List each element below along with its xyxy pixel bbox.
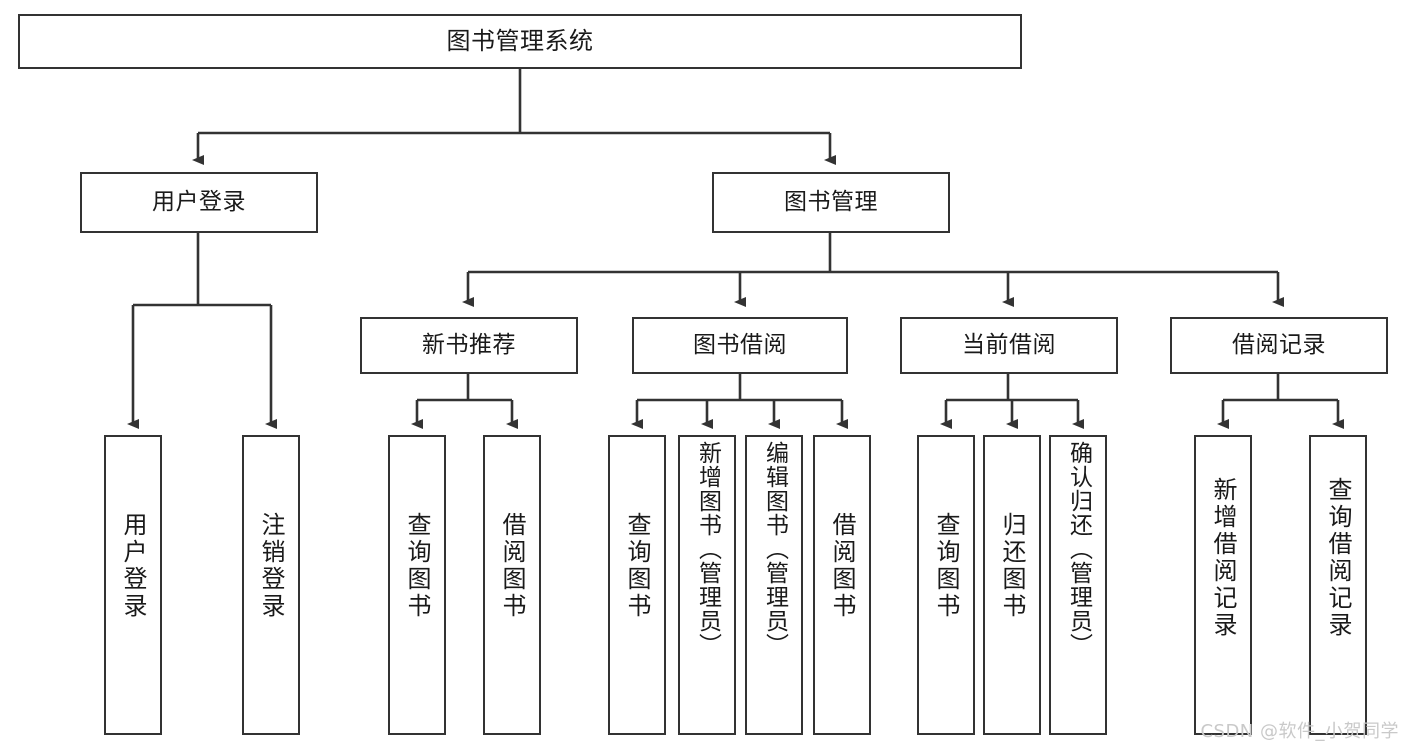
node-leaf-query-book-3-label: 查询图书 [932, 512, 960, 620]
node-leaf-user-login-label: 用户登录 [119, 512, 147, 620]
node-leaf-add-record-label: 新增借阅记录 [1209, 477, 1237, 639]
node-current-borrow-label: 当前借阅 [962, 331, 1056, 358]
node-book-borrow-label: 图书借阅 [693, 331, 787, 358]
node-user-login[interactable]: 用户登录 [80, 172, 318, 233]
node-leaf-borrow-book-1-label: 借阅图书 [498, 512, 526, 620]
node-new-book-rec[interactable]: 新书推荐 [360, 317, 578, 374]
node-leaf-add-book-label: 新增图书（管理员） [694, 441, 721, 657]
node-root[interactable]: 图书管理系统 [18, 14, 1022, 69]
node-leaf-add-book[interactable]: 新增图书（管理员） [678, 435, 736, 735]
node-leaf-borrow-book-1[interactable]: 借阅图书 [483, 435, 541, 735]
node-user-login-label: 用户登录 [152, 188, 246, 215]
node-leaf-return-book[interactable]: 归还图书 [983, 435, 1041, 735]
node-leaf-user-login[interactable]: 用户登录 [104, 435, 162, 735]
node-leaf-confirm-return[interactable]: 确认归还（管理员） [1049, 435, 1107, 735]
node-leaf-user-logout-label: 注销登录 [257, 512, 285, 620]
node-leaf-edit-book-label: 编辑图书（管理员） [761, 441, 788, 657]
csdn-watermark: CSDN @软件_小贺同学 [1200, 721, 1399, 742]
node-current-borrow[interactable]: 当前借阅 [900, 317, 1118, 374]
node-leaf-borrow-book-2-label: 借阅图书 [828, 512, 856, 620]
node-leaf-query-record-label: 查询借阅记录 [1324, 477, 1352, 639]
node-leaf-confirm-return-label: 确认归还（管理员） [1065, 441, 1092, 657]
node-leaf-query-book-2-label: 查询图书 [623, 512, 651, 620]
node-book-borrow[interactable]: 图书借阅 [632, 317, 848, 374]
node-leaf-query-book-3[interactable]: 查询图书 [917, 435, 975, 735]
node-new-book-rec-label: 新书推荐 [422, 331, 516, 358]
node-root-label: 图书管理系统 [446, 27, 594, 56]
node-leaf-add-record[interactable]: 新增借阅记录 [1194, 435, 1252, 735]
node-book-manage-label: 图书管理 [784, 188, 878, 215]
node-leaf-query-book-1-label: 查询图书 [403, 512, 431, 620]
node-leaf-query-book-1[interactable]: 查询图书 [388, 435, 446, 735]
node-leaf-return-book-label: 归还图书 [998, 512, 1026, 620]
node-leaf-query-book-2[interactable]: 查询图书 [608, 435, 666, 735]
node-leaf-edit-book[interactable]: 编辑图书（管理员） [745, 435, 803, 735]
node-borrow-record[interactable]: 借阅记录 [1170, 317, 1388, 374]
node-book-manage[interactable]: 图书管理 [712, 172, 950, 233]
node-borrow-record-label: 借阅记录 [1232, 331, 1326, 358]
node-leaf-query-record[interactable]: 查询借阅记录 [1309, 435, 1367, 735]
node-leaf-borrow-book-2[interactable]: 借阅图书 [813, 435, 871, 735]
node-leaf-user-logout[interactable]: 注销登录 [242, 435, 300, 735]
